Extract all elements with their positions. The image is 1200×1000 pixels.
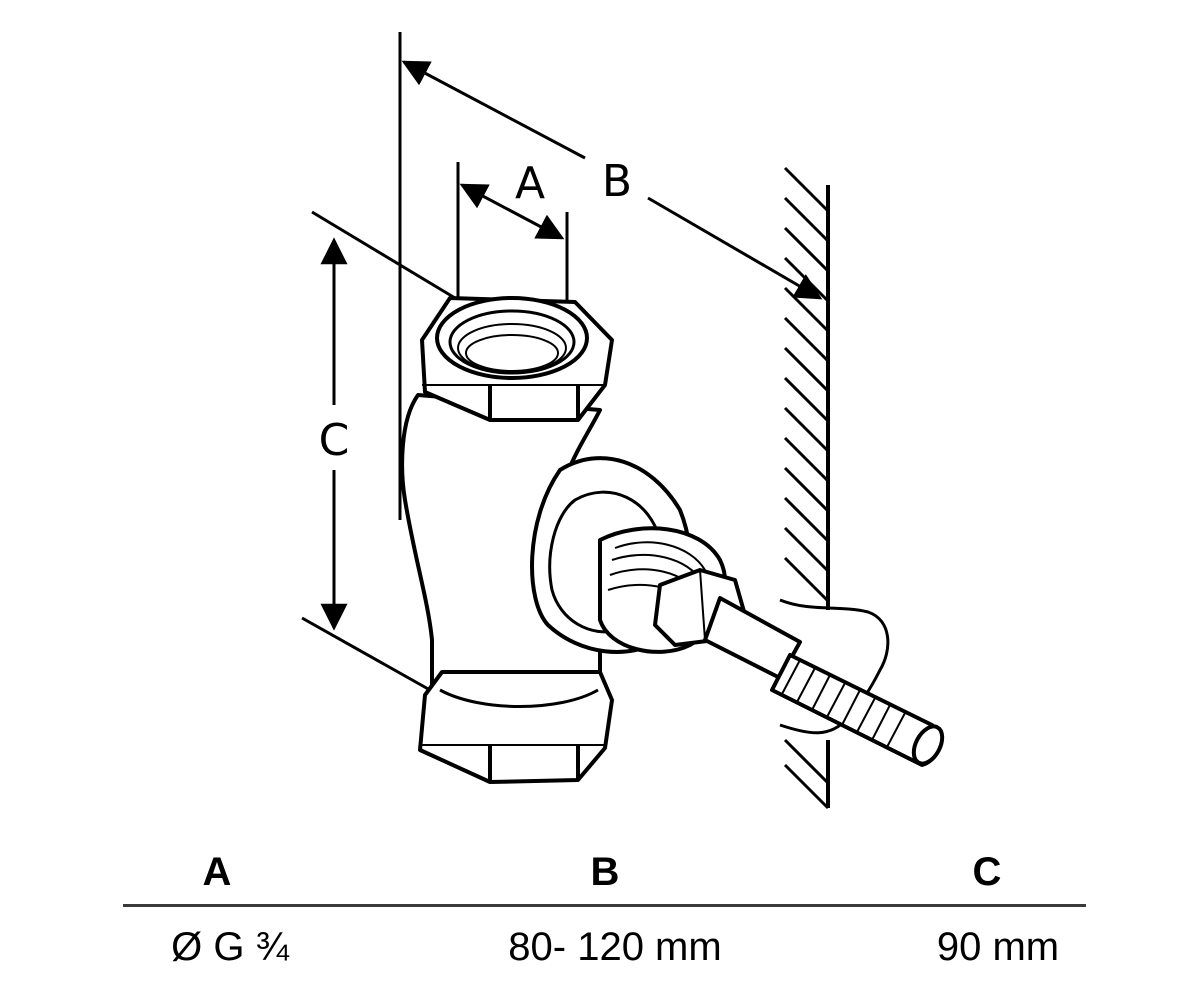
dimension-label-b: B — [602, 156, 632, 207]
table-value-c: 90 mm — [936, 925, 1060, 969]
valve-outlet — [530, 456, 945, 767]
dimension-label-b-group: B — [592, 150, 642, 207]
dimension-lines — [301, 32, 823, 692]
dimension-label-c-group: C — [319, 415, 350, 466]
table-divider — [123, 904, 1086, 907]
table-header-c: C — [972, 850, 1002, 894]
table-value-a: Ø G ¾ — [171, 925, 289, 969]
dimension-label-a: A — [515, 158, 545, 209]
table-value-b: 80- 120 mm — [508, 925, 722, 969]
dimension-label-a-group: A — [505, 155, 555, 209]
wall — [779, 166, 890, 810]
table-header-b: B — [590, 850, 620, 894]
table-header-a: A — [202, 850, 232, 894]
dimension-label-c: C — [319, 415, 350, 466]
